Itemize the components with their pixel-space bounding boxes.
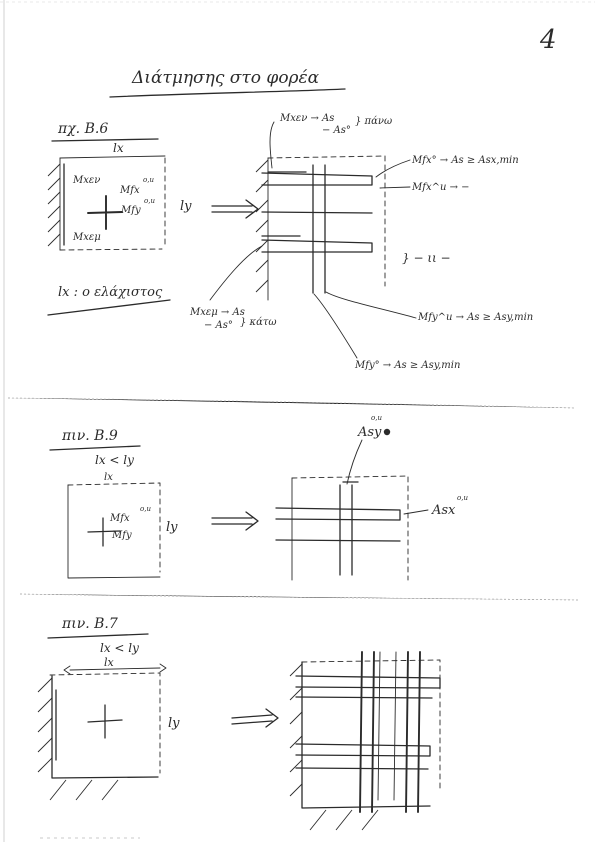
- case2-slab-outline-dashed: [67, 482, 161, 573]
- case-2: πιν. Β.9 lx < ly lx Mfx Mfy o,u ly Asy o…: [49, 414, 468, 581]
- case1-rebar-hatch: [255, 159, 269, 293]
- case1-lx-top: lx: [113, 141, 124, 155]
- case1-note-underline: [47, 299, 171, 316]
- case2-mfy: Mfy: [111, 530, 132, 541]
- case1-bottom-left-2: − As°: [204, 320, 233, 331]
- case2-y-bars: [339, 484, 353, 576]
- case3-hatch: [37, 677, 119, 801]
- case3-slab-outline-dashed: [49, 672, 161, 774]
- case1-top-label-3: } πάνω: [355, 116, 392, 127]
- case1-right-label-2: Mfx^u → −: [411, 182, 470, 193]
- case2-ly: ly: [166, 520, 178, 535]
- case1-ly: ly: [180, 199, 192, 214]
- case1-top-leader: [269, 121, 275, 169]
- case2-slab-outline: [67, 484, 161, 579]
- case1-mfy: Mfy: [120, 205, 141, 216]
- section-separator-2: [19, 593, 579, 601]
- case1-bottom-left-1: Mxεμ → As: [189, 307, 245, 318]
- case1-middle-bar: [261, 211, 373, 214]
- title-underline: [109, 88, 346, 98]
- case1-hatch: [47, 163, 61, 247]
- case2-lx-lt-ly: lx < ly: [95, 453, 134, 467]
- case1-bottom-right-leader: [325, 291, 417, 319]
- case1-label-underline: [51, 138, 159, 142]
- case1-mfx: Mfx: [119, 185, 140, 196]
- page-title: Διάτμησης στο φορέα: [131, 68, 320, 88]
- case1-right-label-1: Mfx° → As ≥ Asx,min: [411, 155, 519, 166]
- case1-arrow: [211, 199, 259, 219]
- case2-ink-dot: [383, 428, 391, 436]
- case2-rebar-outline: [291, 475, 409, 581]
- case3-rebar-outline: [301, 659, 441, 791]
- case3-lx-lt-ly: lx < ly: [100, 641, 139, 655]
- page-number: 4: [539, 25, 557, 55]
- case3-x-bar-top: [295, 675, 441, 689]
- case1-slab-top-edge: [59, 155, 166, 159]
- case2-asx-leader: [403, 509, 429, 515]
- case1-rebar-outline: [267, 155, 386, 287]
- case1-exp-1: o,u: [143, 176, 154, 184]
- case2-asx-exp: o,u: [457, 494, 468, 502]
- case2-x-bar-1: [275, 507, 401, 521]
- case1-center-cross: [87, 195, 123, 230]
- case1-exp-2: o,u: [144, 197, 155, 205]
- case1-right-leader-1: [375, 159, 411, 178]
- case1-mxem-left: Mxεμ: [72, 232, 101, 243]
- case2-asx: Asx: [431, 503, 456, 518]
- case2-label-underline: [49, 445, 141, 451]
- case2-lx: lx: [104, 472, 113, 483]
- case1-bottom-right-2-leader: [313, 293, 358, 359]
- case1-bottom-left-3: } κάτω: [240, 317, 277, 328]
- case2-arrow: [211, 511, 259, 531]
- case2-label: πιν. Β.9: [61, 428, 118, 444]
- case3-y-bars-thin: [377, 651, 397, 801]
- section-separator-1: [7, 397, 576, 409]
- case3-arrow: [231, 708, 279, 728]
- case3-label-underline: [47, 633, 149, 639]
- case2-x-bar-2: [275, 539, 401, 542]
- case3-lx: lx: [104, 656, 115, 669]
- case1-right-leader-2: [379, 186, 411, 189]
- case1-mxev-left: Mxεν: [72, 175, 100, 186]
- case3-ly: ly: [168, 716, 180, 731]
- case1-top-label-2: − As°: [322, 125, 351, 136]
- case2-exp: o,u: [140, 505, 151, 513]
- case1-bottom-right-1: Mfy^u → As ≥ Asy,min: [417, 312, 533, 323]
- case2-mfx: Mfx: [109, 513, 130, 524]
- case3-rebar-hatch: [289, 663, 379, 831]
- case3-y-bars-right: [405, 651, 421, 813]
- case3-x-bar-lower: [295, 743, 431, 757]
- case1-top-bar-1: [261, 172, 373, 186]
- case3-slab-outline: [51, 675, 159, 779]
- case3-x-bar-2: [295, 696, 433, 699]
- case1-bottom-bar-1: [261, 239, 373, 253]
- case1-bottom-right-2: Mfy° → As ≥ Asy,min: [354, 360, 460, 371]
- case3-label: πιν. Β.7: [61, 616, 118, 632]
- case1-right-label-3: } − ιι −: [402, 251, 451, 265]
- case1-top-label-1: Mxεν → As: [279, 113, 334, 124]
- case1-note: lx : ο ελάχιστος: [58, 285, 163, 300]
- case3-dimension-line: [63, 663, 167, 675]
- case2-center-cross: [87, 517, 121, 547]
- case2-asy-exp: o,u: [371, 414, 382, 422]
- case3-center-cross: [87, 704, 123, 739]
- case-3: πιν. Β.7 lx < ly lx ly: [37, 616, 441, 831]
- case1-slab-bottom-edge: [59, 248, 163, 251]
- case3-x-bar-4: [295, 767, 429, 770]
- case1-label: πχ. Β.6: [57, 121, 108, 137]
- case1-bottom-left-leader: [209, 245, 263, 301]
- case3-rebar-frame: [301, 661, 431, 809]
- case-1: πχ. Β.6 lx Mxεν Mxεμ Mfx Mfy o,u o,u ly …: [47, 113, 533, 371]
- case1-vertical-bars: [312, 164, 326, 294]
- case2-asy: Asy: [357, 425, 382, 440]
- case2-asy-leader: [346, 439, 363, 485]
- case3-y-bars-left: [359, 651, 375, 813]
